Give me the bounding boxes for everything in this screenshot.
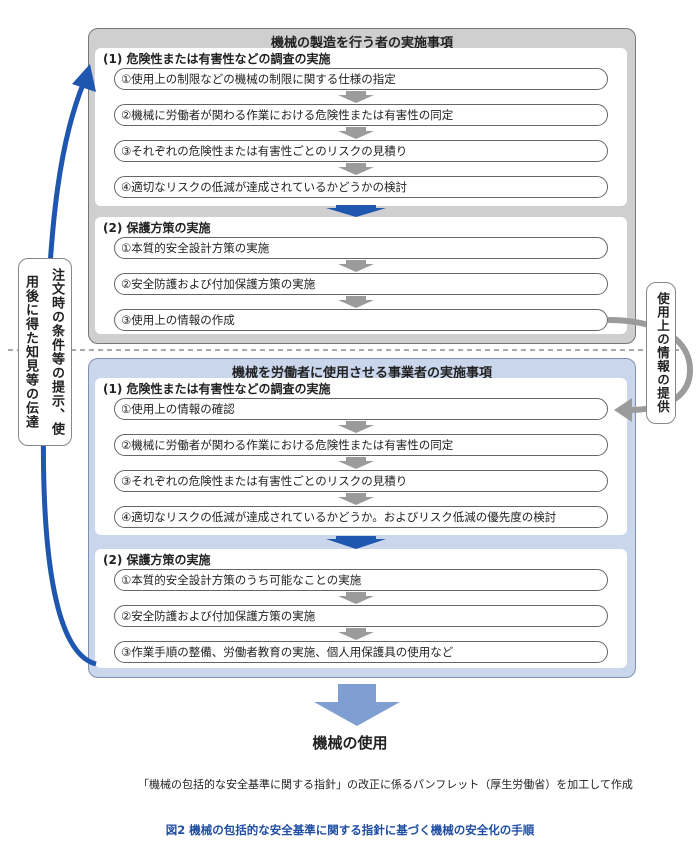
step-arrow: [338, 592, 374, 604]
machine-use-label: 機械の使用: [312, 734, 388, 752]
mfr-protect-step-1: ①本質的安全設計方策の実施: [114, 237, 608, 259]
manufacturer-section-protect-title: (2) 保護方策の実施: [103, 221, 211, 235]
step-arrow: [338, 457, 374, 469]
right-info-arrowhead: [614, 398, 632, 422]
step-arrow: [338, 493, 374, 505]
right-info-label: 使用上の情報の提供: [646, 282, 676, 424]
emp-step-1: ①使用上の情報の確認: [114, 398, 608, 420]
step-arrow: [338, 421, 374, 433]
emp-step-2: ②機械に労働者が関わる作業における危険性または有害性の同定: [114, 434, 608, 456]
step-arrows-gray: [338, 91, 374, 640]
emp-protect-step-3: ③作業手順の整備、労働者教育の実施、個人用保護具の使用など: [114, 641, 608, 663]
left-feedback-arrowhead: [72, 64, 96, 92]
emp-step-3: ③それぞれの危険性または有害性ごとのリスクの見積り: [114, 470, 608, 492]
section-arrow-blue: [326, 536, 386, 549]
employer-section-protect-title: (2) 保護方策の実施: [103, 553, 211, 567]
step-arrow: [338, 91, 374, 103]
mfr-step-4: ④適切なリスクの低減が達成されているかどうかの検討: [114, 176, 608, 198]
employer-section-risk-title: (1) 危険性または有害性などの調査の実施: [103, 382, 331, 396]
emp-protect-step-1: ①本質的安全設計方策のうち可能なことの実施: [114, 569, 608, 591]
left-feedback-label: 注文時の条件等の提示、使用後に得た知見等の伝達: [18, 258, 72, 446]
step-arrow: [338, 296, 374, 308]
emp-protect-step-2: ②安全防護および付加保護方策の実施: [114, 605, 608, 627]
step-arrow: [338, 260, 374, 272]
step-arrow: [338, 127, 374, 139]
mfr-protect-step-3: ③使用上の情報の作成: [114, 309, 608, 331]
step-arrow: [338, 163, 374, 175]
section-arrow-blue: [326, 205, 386, 217]
machine-use-arrow: [314, 684, 400, 726]
employer-title: 機械を労働者に使用させる事業者の実施事項: [231, 366, 492, 381]
figure-caption: 図2 機械の包括的な安全基準に関する指針に基づく機械の安全化の手順: [165, 823, 535, 837]
emp-step-4: ④適切なリスクの低減が達成されているかどうか。およびリスク低減の優先度の検討: [114, 506, 608, 528]
mfr-step-2: ②機械に労働者が関わる作業における危険性または有害性の同定: [114, 104, 608, 126]
source-note: 「機械の包括的な安全基準に関する指針」の改正に係るパンフレット（厚生労働省）を加…: [138, 778, 633, 791]
mfr-protect-step-2: ②安全防護および付加保護方策の実施: [114, 273, 608, 295]
mfr-step-3: ③それぞれの危険性または有害性ごとのリスクの見積り: [114, 140, 608, 162]
manufacturer-title: 機械の製造を行う者の実施事項: [270, 36, 453, 51]
step-arrow: [338, 628, 374, 640]
mfr-step-1: ①使用上の制限などの機械の制限に関する仕様の指定: [114, 68, 608, 90]
manufacturer-section-risk-title: (1) 危険性または有害性などの調査の実施: [103, 52, 331, 66]
